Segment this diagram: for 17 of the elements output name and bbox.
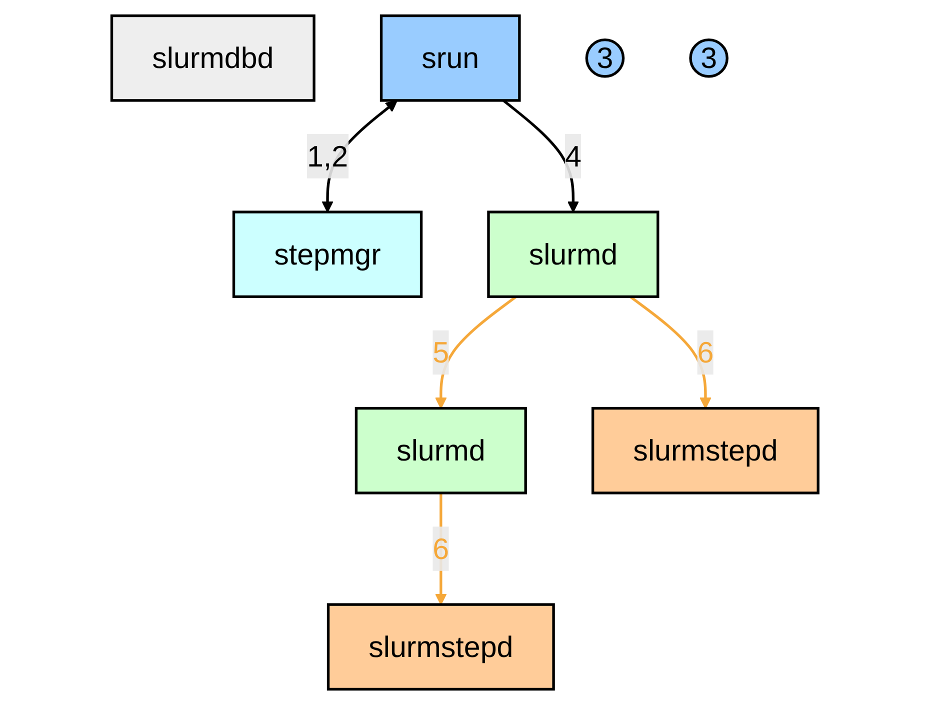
- arrow: [435, 296, 517, 409]
- node-circle: 3: [689, 38, 729, 78]
- edge-label: 6: [697, 336, 714, 370]
- node-box: slurmstepd: [326, 603, 555, 691]
- arrow: [630, 296, 712, 409]
- edge-label: 4: [565, 139, 582, 174]
- node-box: slurmd: [487, 210, 660, 298]
- edge-label: 6: [432, 532, 450, 566]
- node-box: slurmd: [354, 406, 528, 494]
- arrow: [502, 99, 580, 213]
- node-circle: 3: [585, 38, 625, 78]
- node-box: slurmdbd: [110, 14, 316, 102]
- node-box: srun: [380, 14, 521, 102]
- edge-label: 5: [432, 336, 450, 370]
- edge-label: 1,2: [307, 139, 348, 174]
- node-box: stepmgr: [232, 210, 423, 298]
- node-box: slurmstepd: [592, 406, 820, 494]
